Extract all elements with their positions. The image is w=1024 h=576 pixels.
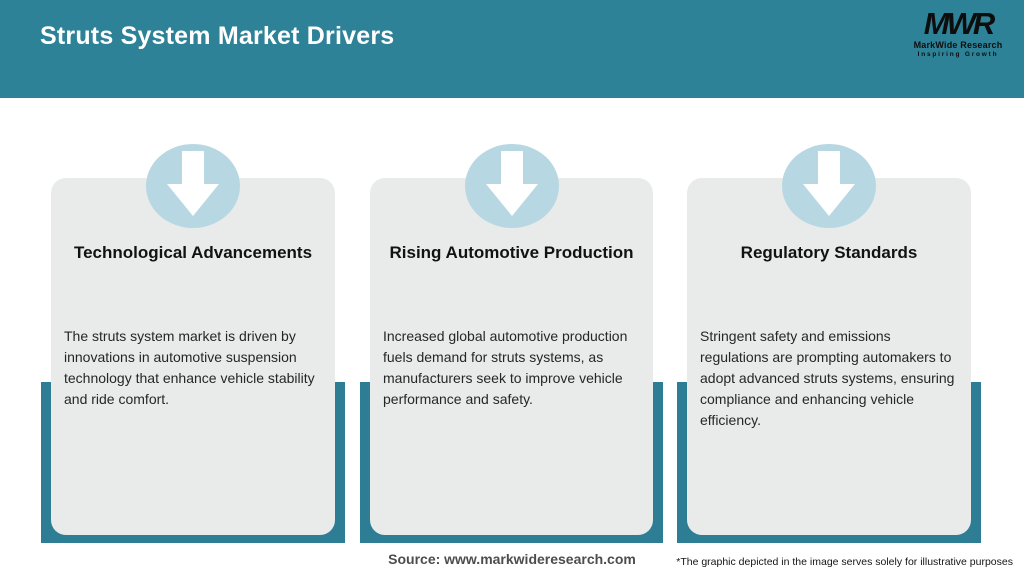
card-title: Technological Advancements (73, 243, 313, 262)
arrow-down-icon (464, 144, 559, 228)
card-panel: Regulatory Standards Stringent safety an… (687, 178, 971, 535)
card-body: Stringent safety and emissions regulatio… (700, 328, 955, 428)
disclaimer-text: *The graphic depicted in the image serve… (676, 556, 1013, 568)
card-title: Rising Automotive Production (389, 243, 634, 262)
logo-name: MarkWide Research (913, 40, 1003, 50)
logo-tagline: Inspiring Growth (917, 51, 999, 58)
page-title: Struts System Market Drivers (40, 22, 395, 50)
card-body: Increased global automotive production f… (383, 328, 628, 407)
card-title: Regulatory Standards (740, 243, 918, 262)
driver-card-regulatory-standards: Regulatory Standards Stringent safety an… (677, 140, 981, 543)
driver-card-rising-automotive-production: Rising Automotive Production Increased g… (360, 140, 663, 543)
arrow-down-icon (146, 144, 240, 228)
source-text: Source: www.markwideresearch.com (388, 551, 636, 567)
card-panel: Technological Advancements The struts sy… (51, 178, 335, 535)
logo-acronym: MWR (923, 6, 995, 41)
card-panel: Rising Automotive Production Increased g… (370, 178, 653, 535)
header-bar: Struts System Market Drivers MWR MarkWid… (0, 0, 1024, 98)
driver-card-technological-advancements: Technological Advancements The struts sy… (41, 140, 345, 543)
brand-logo: MWR MarkWide Research Inspiring Growth (906, 8, 1010, 59)
card-body: The struts system market is driven by in… (64, 328, 315, 407)
arrow-down-icon (782, 144, 876, 228)
